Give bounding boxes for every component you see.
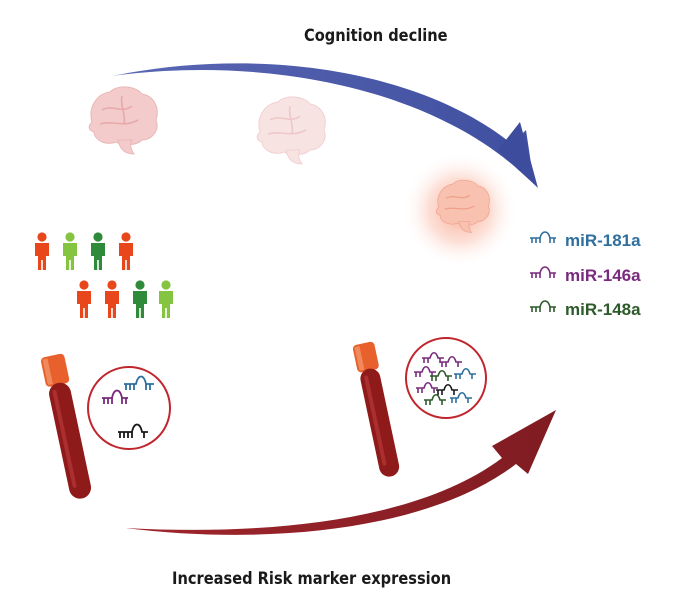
legend-item: miR-181a — [530, 231, 641, 250]
person-icon — [91, 232, 105, 270]
legend-item: miR-148a — [530, 300, 641, 319]
person-icon — [105, 280, 119, 318]
brain-icon — [88, 86, 158, 155]
risk-marker-arrow — [125, 410, 556, 535]
mirna-sample-circle — [87, 366, 171, 450]
mirna-148a-icon — [530, 300, 556, 312]
person-icon — [159, 280, 173, 318]
legend-label-mir181a: miR-181a — [565, 231, 641, 250]
cognition-decline-arrow — [112, 63, 538, 188]
person-icon — [133, 280, 147, 318]
mirna-146a-icon — [530, 266, 556, 278]
person-icon — [119, 232, 133, 270]
legend-item: miR-146a — [530, 266, 641, 285]
legend-label-mir146a: miR-146a — [565, 266, 641, 285]
mirna-sample-circle — [405, 337, 487, 419]
person-icon — [63, 232, 77, 270]
blood-tube-icon — [352, 341, 400, 477]
brain-icon — [436, 179, 490, 233]
brain-icon — [256, 96, 326, 165]
legend-label-mir148a: miR-148a — [565, 300, 641, 319]
person-icon — [35, 232, 49, 270]
person-icon — [77, 280, 91, 318]
risk-marker-caption: Increased Risk marker expression — [172, 569, 452, 589]
population-group — [35, 232, 173, 318]
legend: miR-181a miR-146a miR-148a — [530, 231, 641, 319]
cognition-decline-caption: Cognition decline — [304, 26, 448, 46]
blood-tube-icon — [40, 353, 92, 499]
mirna-181a-icon — [530, 231, 556, 243]
